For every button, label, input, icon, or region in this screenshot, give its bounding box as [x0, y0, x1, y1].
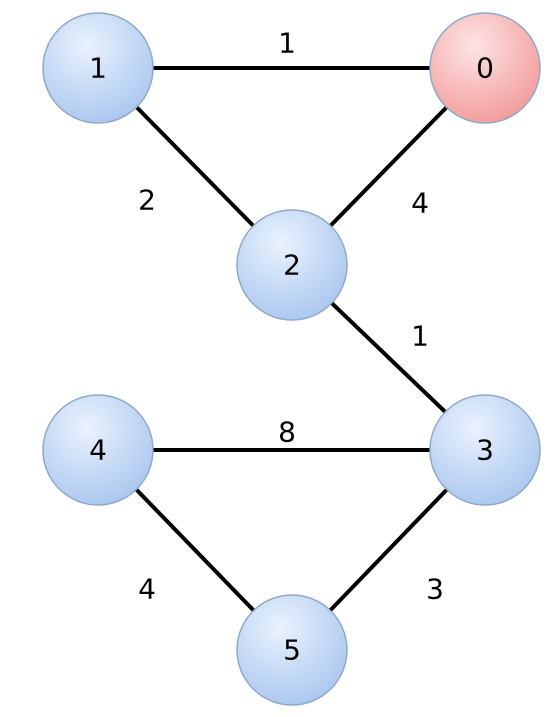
nodes-layer: 1 0 2 4 3 5 — [42, 12, 541, 706]
node-circle-1 — [42, 12, 154, 124]
edge-weight-3-5: 3 — [426, 573, 444, 606]
edge-weight-2-3: 1 — [411, 320, 429, 353]
node-label-5: 5 — [283, 634, 301, 667]
node-label-2: 2 — [283, 249, 301, 282]
edge-weight-0-2: 4 — [411, 187, 429, 220]
node-1: 1 — [42, 12, 154, 124]
node-circle-0 — [429, 12, 541, 124]
node-3: 3 — [429, 394, 541, 506]
edge-weight-4-3: 8 — [278, 416, 296, 449]
node-0: 0 — [429, 12, 541, 124]
node-circle-4 — [42, 394, 154, 506]
node-label-1: 1 — [89, 52, 107, 85]
node-5: 5 — [236, 594, 348, 706]
edge-weight-1-0: 1 — [278, 27, 296, 60]
node-circle-5 — [236, 594, 348, 706]
edge-labels-layer: 1 2 4 1 8 4 3 — [138, 27, 444, 606]
node-circle-3 — [429, 394, 541, 506]
node-2: 2 — [236, 209, 348, 321]
node-4: 4 — [42, 394, 154, 506]
node-label-3: 3 — [476, 434, 494, 467]
node-label-4: 4 — [89, 434, 107, 467]
edges-layer — [96, 66, 487, 652]
edge-weight-4-5: 4 — [138, 573, 156, 606]
node-label-0: 0 — [476, 52, 494, 85]
edge-weight-1-2: 2 — [138, 184, 156, 217]
node-circle-2 — [236, 209, 348, 321]
